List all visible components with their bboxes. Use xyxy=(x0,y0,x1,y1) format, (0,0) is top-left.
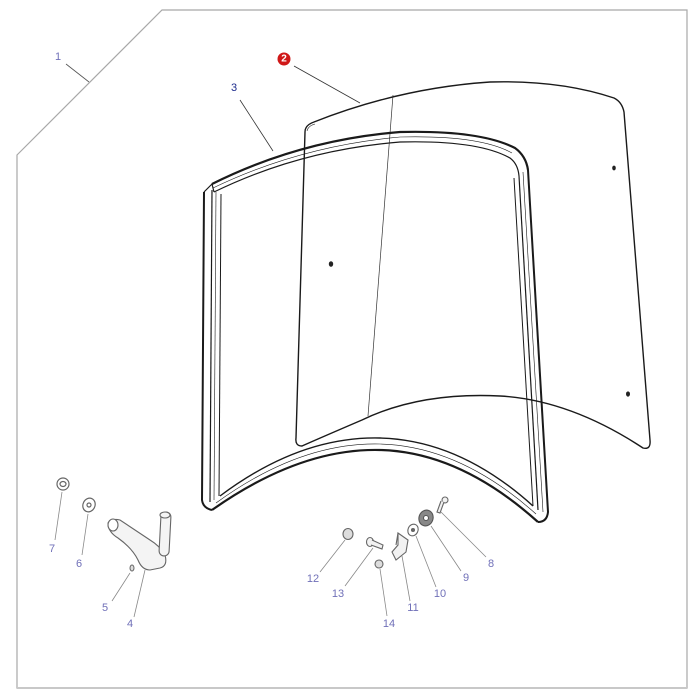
nut-part-14[interactable] xyxy=(374,559,384,569)
callout-2-highlighted-badge[interactable]: 2 xyxy=(277,52,291,66)
cap-part-7[interactable] xyxy=(56,477,70,491)
bracket-part-11[interactable] xyxy=(391,531,409,561)
glass-hole-icon xyxy=(612,165,616,171)
leader-line-9 xyxy=(430,525,462,572)
leader-line-5 xyxy=(111,572,131,602)
leader-line-1 xyxy=(65,63,90,83)
large-washer-part-9[interactable] xyxy=(417,508,436,528)
nut-part-12[interactable] xyxy=(342,527,354,541)
callout-1[interactable]: 1 xyxy=(54,51,62,63)
callout-11[interactable]: 11 xyxy=(407,602,419,614)
callout-12[interactable]: 12 xyxy=(306,573,320,585)
leader-line-12 xyxy=(319,539,346,573)
diagram-frame-border xyxy=(16,9,688,689)
leader-line-7 xyxy=(54,491,63,541)
callout-7[interactable]: 7 xyxy=(48,543,56,555)
callout-10[interactable]: 10 xyxy=(433,588,447,600)
leader-line-11 xyxy=(401,555,411,602)
glass-hole-icon xyxy=(328,261,334,267)
callout-8[interactable]: 8 xyxy=(487,558,495,570)
leader-line-13 xyxy=(344,547,374,587)
leader-line-4 xyxy=(133,569,146,618)
glass-hole-icon xyxy=(626,391,630,397)
callout-5[interactable]: 5 xyxy=(101,602,109,614)
washer-part-6[interactable] xyxy=(81,496,98,514)
callout-3[interactable]: 3 xyxy=(230,82,238,94)
pin-part-5[interactable] xyxy=(129,564,135,572)
screw-part-8[interactable] xyxy=(436,496,449,514)
glass-panel-drawing[interactable] xyxy=(295,81,651,450)
leader-line-10 xyxy=(415,535,437,588)
washer-part-10[interactable] xyxy=(406,522,420,537)
callout-14[interactable]: 14 xyxy=(382,618,396,630)
handle-part-4[interactable] xyxy=(107,511,172,571)
callout-6[interactable]: 6 xyxy=(75,558,83,570)
rubber-seal-drawing[interactable] xyxy=(200,130,550,523)
leader-line-2 xyxy=(293,65,361,104)
leader-line-8 xyxy=(440,511,487,558)
callout-13[interactable]: 13 xyxy=(331,588,345,600)
leader-line-14 xyxy=(379,568,388,617)
callout-9[interactable]: 9 xyxy=(462,572,470,584)
callout-4[interactable]: 4 xyxy=(126,618,134,630)
bolt-part-13[interactable] xyxy=(365,536,384,550)
leader-line-6 xyxy=(81,513,89,556)
leader-line-3 xyxy=(239,99,274,152)
